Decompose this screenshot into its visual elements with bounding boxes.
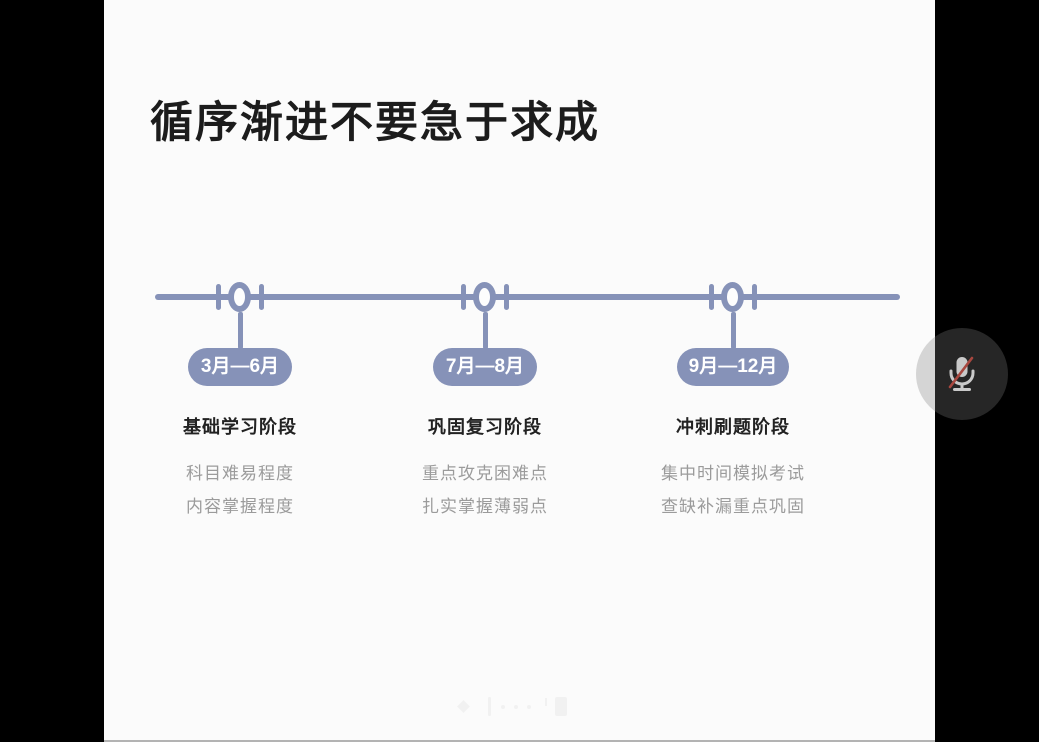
separator-bar-icon (488, 697, 491, 716)
slide-nav-dot[interactable] (501, 705, 505, 709)
timeline-tick-icon (752, 284, 757, 310)
timeline-phase-3: 9月—12月 冲刺刷题阶段 集中时间模拟考试 查缺补漏重点巩固 (623, 282, 843, 562)
timeline-connector (731, 312, 736, 349)
date-badge: 9月—12月 (677, 348, 789, 386)
timeline-tick-icon (259, 284, 264, 310)
phase-detail-line: 集中时间模拟考试 (661, 464, 805, 483)
date-badge: 3月—6月 (188, 348, 292, 386)
timeline-node-circle-icon (473, 282, 496, 312)
timeline-axis (155, 294, 900, 300)
timeline-tick-icon (216, 284, 221, 310)
phase-detail-line: 重点攻克困难点 (422, 464, 548, 483)
phase-detail-line: 扎实掌握薄弱点 (422, 497, 548, 516)
window-bottom-edge (104, 740, 935, 742)
separator-tick-icon (545, 698, 547, 706)
timeline-connector (483, 312, 488, 349)
timeline-node-circle-icon (721, 282, 744, 312)
slide-nav-dot[interactable] (514, 705, 518, 709)
microphone-muted-icon (948, 356, 975, 391)
slide-nav-dot[interactable] (527, 705, 531, 709)
separator-bar-icon (555, 697, 567, 716)
phase-details: 科目难易程度 内容掌握程度 (130, 457, 350, 523)
timeline-node-circle-icon (228, 282, 251, 312)
phase-name: 基础学习阶段 (183, 417, 297, 437)
phase-detail-line: 内容掌握程度 (186, 497, 294, 516)
phase-name: 冲刺刷题阶段 (676, 417, 790, 437)
slide-title: 循序渐进不要急于求成 (150, 99, 600, 147)
microphone-button[interactable] (916, 328, 1008, 420)
timeline-connector (238, 312, 243, 349)
letterbox-left (0, 0, 104, 742)
timeline-phase-2: 7月—8月 巩固复习阶段 重点攻克困难点 扎实掌握薄弱点 (375, 282, 595, 562)
timeline-phase-1: 3月—6月 基础学习阶段 科目难易程度 内容掌握程度 (130, 282, 350, 562)
date-badge: 7月—8月 (433, 348, 537, 386)
timeline-tick-icon (709, 284, 714, 310)
diamond-marker-icon[interactable] (457, 700, 470, 713)
phase-detail-line: 科目难易程度 (186, 464, 294, 483)
phase-detail-line: 查缺补漏重点巩固 (661, 497, 805, 516)
presenter-toolbar (444, 696, 694, 718)
phase-name: 巩固复习阶段 (428, 417, 542, 437)
timeline-tick-icon (461, 284, 466, 310)
timeline-tick-icon (504, 284, 509, 310)
phase-details: 重点攻克困难点 扎实掌握薄弱点 (375, 457, 595, 523)
slide-canvas: 循序渐进不要急于求成 3月—6月 基础学习阶段 科目难易程度 内容掌握程度 7月… (104, 0, 935, 742)
phase-details: 集中时间模拟考试 查缺补漏重点巩固 (623, 457, 843, 523)
